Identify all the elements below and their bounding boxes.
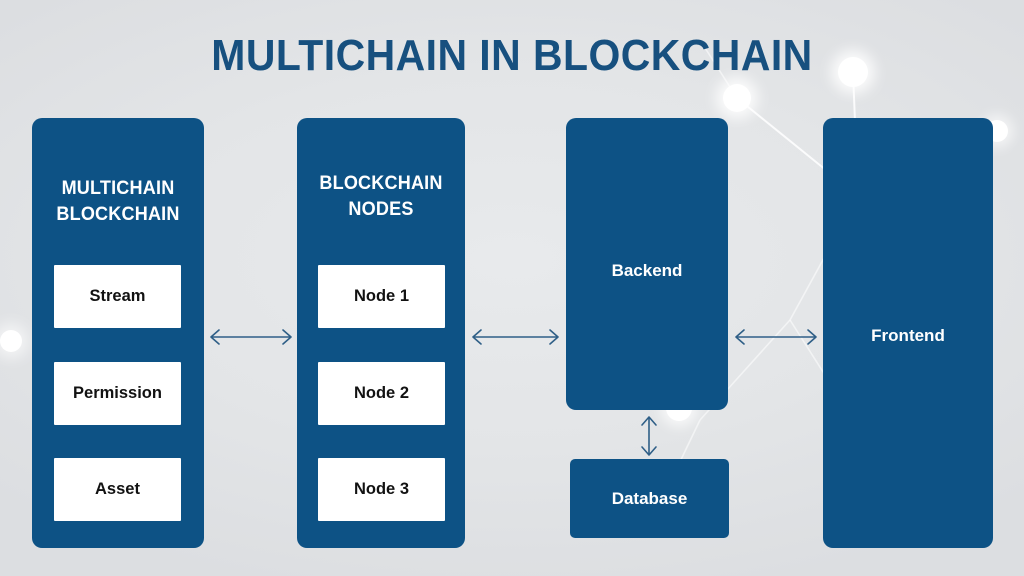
connector-nodes-to-backend bbox=[472, 329, 559, 345]
panel-backend-label: Backend bbox=[611, 261, 683, 280]
panel-backend: Backend bbox=[566, 118, 728, 410]
connector-multichain-to-nodes bbox=[210, 329, 292, 345]
panel-frontend-label: Frontend bbox=[871, 326, 945, 345]
panel-nodes-header-line1: BLOCKCHAIN bbox=[319, 173, 443, 194]
panel-multichain-header-line2: BLOCKCHAIN bbox=[56, 204, 180, 225]
item-box-asset[interactable]: Asset bbox=[54, 458, 181, 521]
item-box-node-1[interactable]: Node 1 bbox=[318, 265, 445, 328]
panel-database: Database bbox=[570, 459, 729, 538]
panel-multichain-blockchain: MULTICHAIN BLOCKCHAIN Stream Permission … bbox=[32, 118, 204, 548]
panel-frontend: Frontend bbox=[823, 118, 993, 548]
panel-nodes-header-line2: NODES bbox=[348, 199, 414, 220]
item-box-stream[interactable]: Stream bbox=[54, 265, 181, 328]
panel-multichain-header-line1: MULTICHAIN bbox=[61, 178, 175, 199]
network-dot bbox=[838, 57, 868, 87]
item-box-node-2[interactable]: Node 2 bbox=[318, 362, 445, 425]
item-box-node-3[interactable]: Node 3 bbox=[318, 458, 445, 521]
item-box-permission[interactable]: Permission bbox=[54, 362, 181, 425]
connector-backend-to-database bbox=[641, 416, 657, 456]
page-title: MULTICHAIN IN BLOCKCHAIN bbox=[211, 31, 813, 80]
network-dot bbox=[0, 330, 22, 352]
connector-backend-to-frontend bbox=[735, 329, 817, 345]
panel-database-label: Database bbox=[611, 489, 688, 508]
panel-blockchain-nodes: BLOCKCHAIN NODES Node 1 Node 2 Node 3 bbox=[297, 118, 465, 548]
network-dot bbox=[723, 84, 751, 112]
